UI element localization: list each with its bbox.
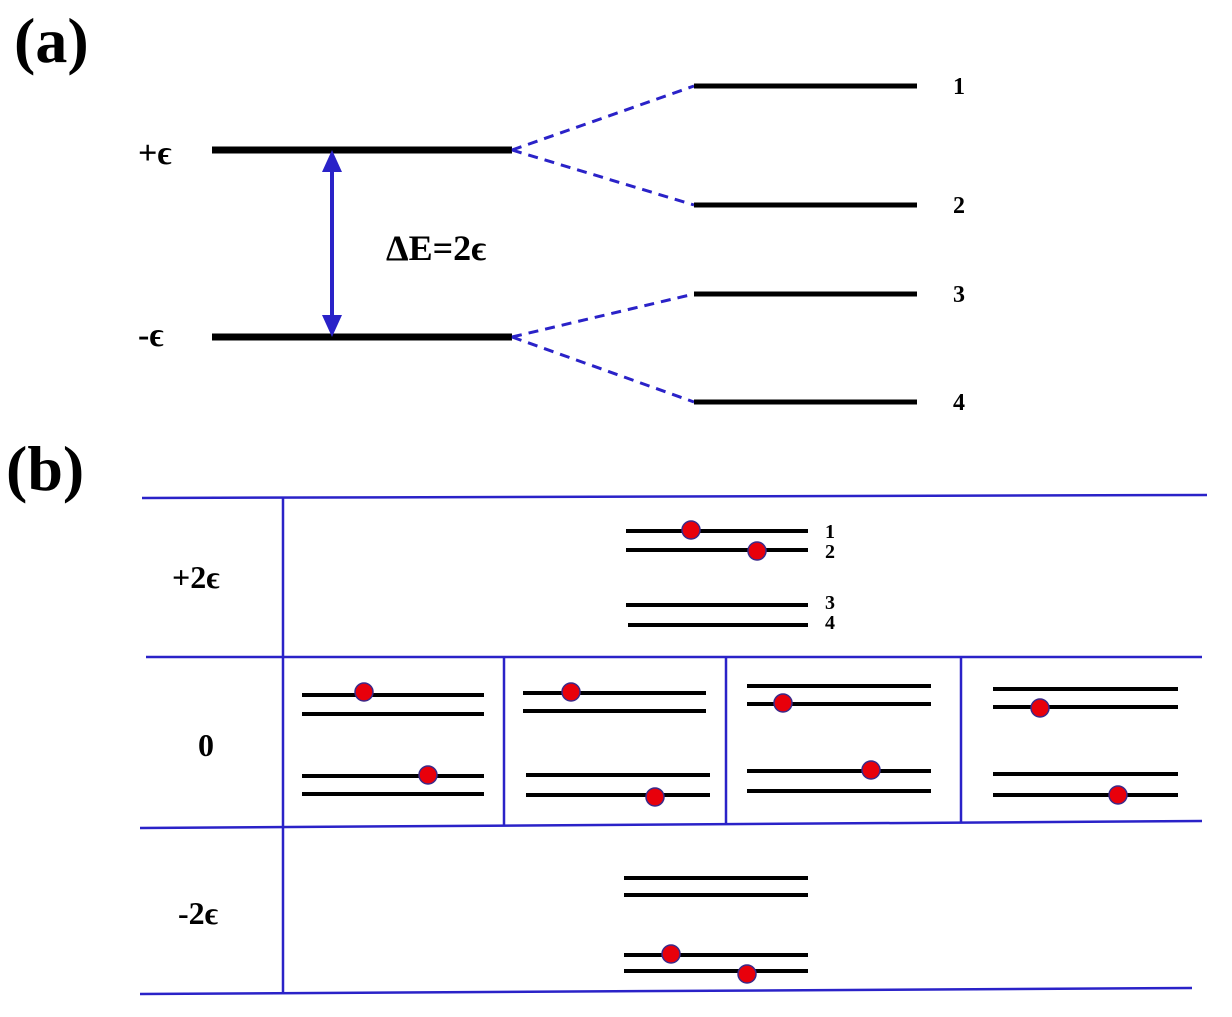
lower-level-label: -ϵ bbox=[138, 317, 164, 354]
row-energy-minus-2e: -2ϵ bbox=[178, 895, 219, 931]
electron-dot bbox=[773, 693, 793, 713]
split-dash-1 bbox=[511, 84, 695, 152]
electron-dot bbox=[1030, 698, 1050, 718]
electron-dot bbox=[418, 765, 438, 785]
split-level-number-2: 2 bbox=[953, 193, 965, 219]
panel-b-label: (b) bbox=[6, 433, 84, 504]
frame-bottom bbox=[139, 986, 1193, 996]
split-dash-4 bbox=[511, 335, 695, 404]
row-plus-2e-levels bbox=[626, 529, 808, 627]
electron-dot bbox=[354, 682, 374, 702]
gap-label: ΔE=2ϵ bbox=[386, 228, 486, 268]
split-level-number-3: 3 bbox=[953, 282, 965, 308]
gap-arrow-head-up bbox=[322, 150, 342, 172]
row-plus-2e-level-1: 1 bbox=[825, 521, 835, 543]
row-energy-plus-2e: +2ϵ bbox=[172, 559, 220, 595]
split-level-number-4: 4 bbox=[953, 390, 965, 416]
electron-dot bbox=[645, 787, 665, 807]
electron-dot bbox=[747, 541, 767, 561]
split-dash-2 bbox=[511, 148, 695, 207]
split-dash-3 bbox=[511, 292, 695, 339]
row-plus-2e-level-3: 3 bbox=[825, 592, 835, 614]
frame-top bbox=[141, 493, 1208, 500]
electron-dot bbox=[737, 964, 757, 984]
row-plus-2e-level-2: 2 bbox=[825, 541, 835, 563]
row-minus-2e-levels bbox=[624, 876, 808, 973]
gap-arrow-head-down bbox=[322, 315, 342, 337]
upper-level-label: +ϵ bbox=[138, 135, 172, 172]
electron-dot bbox=[561, 682, 581, 702]
configuration-table-frame bbox=[139, 493, 1208, 996]
frame-row-divider-2 bbox=[139, 819, 1203, 830]
electron-dot bbox=[661, 944, 681, 964]
row-plus-2e-level-4: 4 bbox=[825, 612, 835, 634]
electron-dot bbox=[861, 760, 881, 780]
panel-a-label: (a) bbox=[14, 5, 89, 76]
electron-dot bbox=[681, 520, 701, 540]
electrons bbox=[354, 520, 1128, 984]
electron-dot bbox=[1108, 785, 1128, 805]
split-level-number-1: 1 bbox=[953, 74, 965, 100]
row-energy-zero: 0 bbox=[198, 727, 214, 763]
row-zero-levels bbox=[302, 684, 1178, 797]
